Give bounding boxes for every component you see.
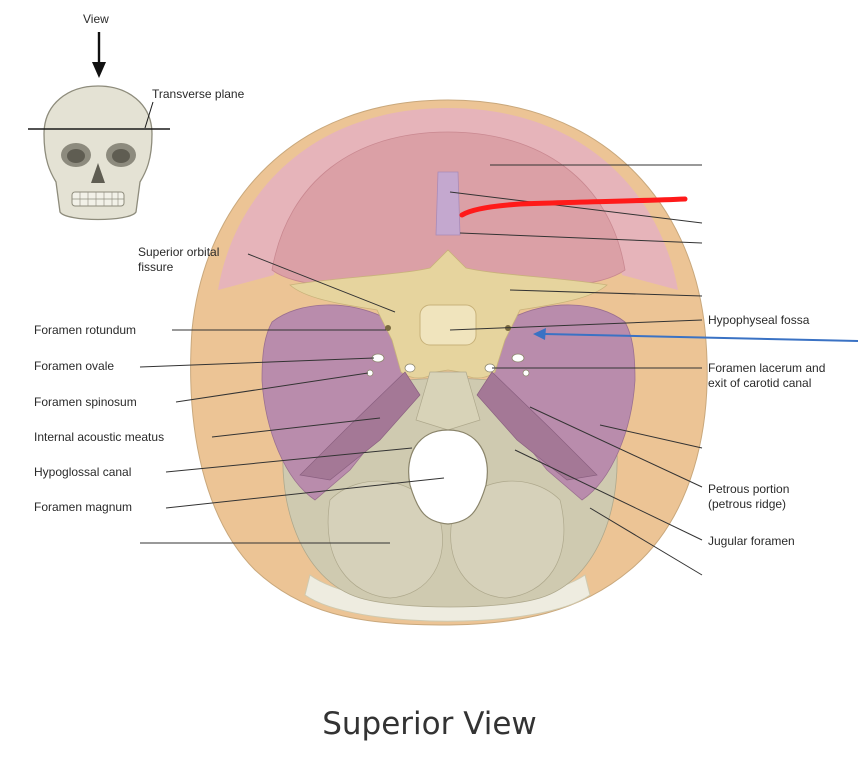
inset-cranium [43,85,153,221]
blue-annotation-arrowhead [533,328,546,340]
label-foramen-rotundum: Foramen rotundum [34,323,137,337]
diagram-title: Superior View [322,706,537,742]
left-foramen-rotundum [385,325,391,331]
label-petrous-portion: Petrous portion (petrous ridge) [708,482,790,511]
label-foramen-ovale: Foramen ovale [34,359,115,373]
leader-lesser-wing-unlabeled [509,289,703,297]
left-petrous-ridge [299,371,421,481]
leader-crista-galli-unlabeled [449,191,703,224]
label-foramen-magnum: Foramen magnum [34,500,133,514]
label-superior-orbital-fissure: Superior orbital fissure [138,245,220,274]
leader-petrous-portion [529,406,703,488]
inset-view-label: View [83,12,109,26]
label-foramen-spinosum: Foramen spinosum [34,395,137,409]
crista-galli [435,171,461,236]
label-hypoglossal-canal: Hypoglossal canal [34,465,132,479]
inset-skull [28,32,170,221]
clivus [415,371,481,431]
frontal-rim [218,108,678,290]
right-middle-cranial-fossa [491,304,636,501]
label-hypophyseal-fossa: Hypophyseal fossa [708,313,810,327]
label-jugular-foramen: Jugular foramen [708,534,795,548]
leader-lines-left [139,253,445,544]
sella-turcica [419,304,477,346]
leader-hypophyseal-fossa [449,319,703,331]
inset-plane-leader [144,101,154,129]
right-petrous-ridge [476,371,598,481]
leader-cribriform-unlabeled [459,232,703,244]
leader-temporal-unlabeled [599,424,703,449]
blue-annotation-arrow [544,333,859,342]
leader-parietal-unlabeled [589,507,703,576]
red-annotation-stroke [459,196,688,218]
leader-superior-orbital-fissure [247,253,396,313]
left-foramen-lacerum [404,363,416,373]
inset-transverse-plane-label: Transverse plane [152,87,245,101]
right-foramen-spinosum [522,369,530,377]
leader-hypoglossal-canal [165,447,413,473]
leader-foramen-magnum [165,477,445,509]
leader-internal-acoustic-meatus [211,417,381,438]
label-internal-acoustic-meatus: Internal acoustic meatus [34,430,165,444]
inset-view-arrow-head [92,62,106,78]
cranial-base [190,99,708,626]
foramen-magnum [408,429,488,525]
label-foramen-lacerum: Foramen lacerum and exit of carotid cana… [708,361,826,390]
leader-foramen-spinosum [175,372,369,403]
right-foramen-ovale [511,353,525,363]
left-middle-cranial-fossa [261,304,406,501]
leader-foramen-ovale [139,357,375,368]
inset-nasal-cavity [91,163,105,183]
leader-jugular-foramen [514,449,703,541]
leader-lines-right [449,164,703,576]
